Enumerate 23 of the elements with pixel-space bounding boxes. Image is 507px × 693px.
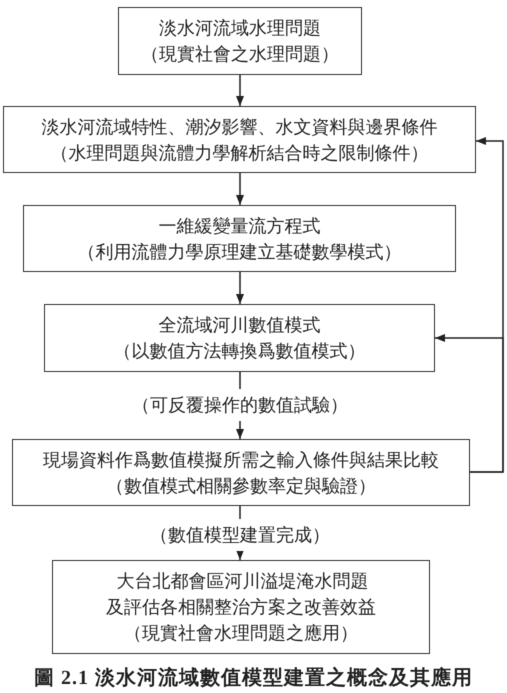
process-box <box>12 439 470 506</box>
box-text: 現場資料作爲數值模擬所需之輸入條件與結果比較 <box>43 448 439 472</box>
box-text: 全流域河川數值模式 <box>158 314 320 337</box>
box-text: （現實社會水理問題之應用） <box>124 622 358 645</box>
figure-caption: 圖 2.1 淡水河流域數值模型建置之概念及其應用 <box>34 666 473 690</box>
box-text: 淡水河流域特性、潮汐影響、水文資料與邊界條件 <box>42 116 438 138</box>
process-box <box>44 304 435 372</box>
box-text: （以數值方法轉換爲數值模式） <box>114 340 366 363</box>
box-text: （數值模式相關參數率定與驗證） <box>106 474 376 498</box>
arrow <box>236 75 244 106</box>
process-box <box>3 106 476 173</box>
box-text: 大台北都會區河川溢堤淹水問題及評估各相關整治方案之改善效益 <box>106 570 376 619</box>
process-box <box>118 7 362 75</box>
box-text: 淡水河流域水理問題 <box>159 17 321 40</box>
arrow <box>435 334 504 473</box>
arrow <box>236 272 244 304</box>
box-text: （水理問題與流體力學解析結合時之限制條件） <box>50 142 428 164</box>
box-text: （現實社會之水理問題） <box>141 43 339 66</box>
box-text: （利用流體力學原理建立基礎數學模式） <box>78 240 402 264</box>
arrow <box>236 173 244 205</box>
box-text: 一維緩變量流方程式 <box>158 214 320 238</box>
process-box <box>52 560 430 654</box>
process-box <box>23 205 456 272</box>
